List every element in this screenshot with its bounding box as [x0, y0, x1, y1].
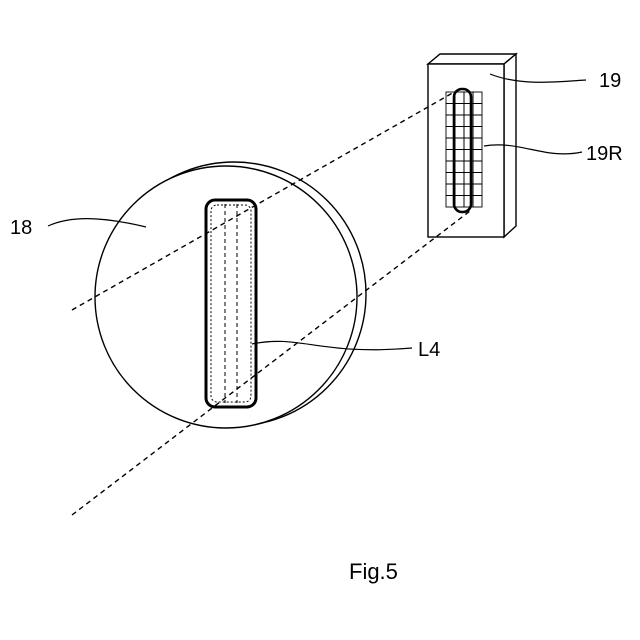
label-18: 18	[10, 217, 32, 239]
label-19r: 19R	[586, 143, 623, 165]
label-l4: L4	[418, 339, 440, 361]
slit-outline	[206, 200, 256, 407]
sensor-top-face	[428, 54, 516, 64]
slit-l4	[206, 200, 256, 407]
figure-caption: Fig.5	[349, 559, 398, 584]
label-19: 19	[599, 70, 621, 92]
